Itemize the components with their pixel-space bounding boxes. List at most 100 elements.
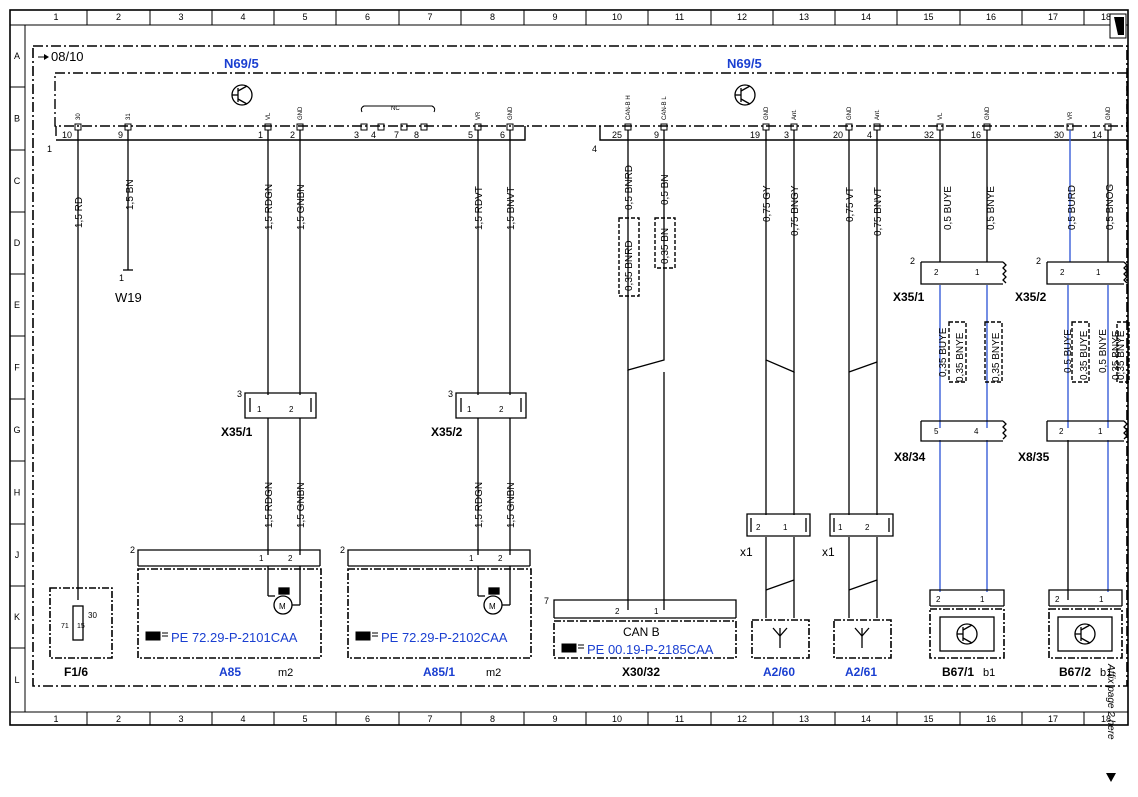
pin-terminal [660, 123, 668, 131]
pin-number: 9 [654, 130, 659, 140]
grid-row-label: G [13, 425, 20, 435]
connector-group-label: 2 [1036, 256, 1041, 266]
pin-number: 6 [500, 130, 505, 140]
motor-label: M [279, 602, 286, 611]
grid-row-label: J [15, 550, 20, 560]
reference-link-a85[interactable]: PE 72.29-P-2101CAA [171, 630, 298, 645]
fuse-pin: 71 [61, 623, 69, 630]
wire-label: 1,5 BNVT [506, 187, 517, 230]
wire-label: 1,5 RDGN [264, 184, 275, 230]
pin-terminal [400, 123, 408, 131]
sheet-frame [9, 9, 1129, 726]
nc-bracket [360, 105, 436, 113]
component-a85[interactable] [137, 549, 322, 659]
component-sub-label: m2 [486, 667, 501, 679]
page-reference[interactable]: 08/10 [38, 49, 84, 64]
connector-pin-label: 2 [289, 405, 294, 414]
component-group-label: 2 [130, 545, 135, 555]
fuse-pin: 15 [77, 623, 85, 630]
component-label-a2-60[interactable]: A2/60 [763, 665, 795, 679]
wire-label: 0,5 BNYE [1098, 329, 1109, 373]
reference-link-a85-1[interactable]: PE 72.29-P-2102CAA [381, 630, 508, 645]
component-b67-2[interactable] [1048, 589, 1123, 659]
connector-label-x35-1-right[interactable]: X35/1 [893, 290, 925, 304]
connector-x8-35[interactable] [1046, 420, 1128, 442]
component-label-b67-2[interactable]: B67/2 [1059, 665, 1091, 679]
connector-label-x8-35[interactable]: X8/35 [1018, 450, 1050, 464]
component-b67-1[interactable] [929, 589, 1005, 659]
grid-column-label: 15 [923, 12, 933, 22]
reference-hand-icon [145, 631, 168, 641]
connector-pin-label: 1 [975, 268, 980, 277]
unit-label-right[interactable]: N69/5 [727, 56, 762, 71]
connector-x1-a[interactable] [746, 513, 811, 537]
connector-pin-label: 1 [467, 405, 472, 414]
pin-number: 20 [833, 130, 843, 140]
pin-signal-label: 31 [126, 113, 132, 120]
component-sub-label: m2 [278, 667, 293, 679]
wires [77, 130, 1109, 618]
wire-label: 1,5 GNBN [296, 482, 307, 528]
wire-label: 1,5 RDGN [264, 482, 275, 528]
grid-row-label: K [14, 612, 20, 622]
pin-signal-label: GND [298, 106, 304, 120]
pin-terminal [360, 123, 368, 131]
component-group-label: 7 [544, 596, 549, 606]
component-x30-32[interactable] [553, 599, 737, 659]
component-label-a2-61[interactable]: A2/61 [845, 665, 877, 679]
pin-number: 3 [354, 130, 359, 140]
fuse-box[interactable] [49, 587, 113, 659]
wire-label: 1,5 RDGN [474, 482, 485, 528]
pin-terminal [264, 123, 272, 131]
grid-column-label: 1 [53, 12, 58, 22]
component-label-x30-32[interactable]: X30/32 [622, 665, 660, 679]
grid-column-label: 11 [675, 714, 684, 724]
component-pin-label: 2 [498, 554, 503, 563]
motor-label: M [489, 602, 496, 611]
connector-label-x1[interactable]: x1 [740, 545, 753, 559]
connector-x35-1-right[interactable] [920, 261, 1007, 285]
grid-column-label: 2 [116, 12, 121, 22]
connector-label-x35-2-right[interactable]: X35/2 [1015, 290, 1047, 304]
pin-number: 4 [371, 130, 376, 140]
pin-terminal [790, 123, 798, 131]
component-pin-label: 1 [1099, 595, 1104, 604]
grid-column-label: 5 [302, 714, 307, 724]
component-a85-1[interactable] [347, 549, 532, 659]
connector-x1-b[interactable] [829, 513, 894, 537]
transistor-icon [734, 84, 756, 106]
component-label-a85-1[interactable]: A85/1 [423, 665, 455, 679]
connector-x8-34[interactable] [920, 420, 1007, 442]
wire-label: 0,75 GY [762, 185, 773, 222]
connector-x35-2-left[interactable] [455, 392, 527, 419]
grid-column-label: 16 [986, 12, 996, 22]
pin-number: 9 [118, 130, 123, 140]
grid-column-label: 7 [427, 12, 432, 22]
wire-label: 1,5 BN [125, 179, 136, 210]
wire-size-boxes [618, 217, 1130, 383]
grid-column-label: 18 [1101, 12, 1111, 22]
pin-signal-label: VR [1068, 111, 1074, 120]
component-a2-60[interactable] [751, 619, 810, 659]
component-a2-61[interactable] [833, 619, 892, 659]
connector-x35-1-left[interactable] [244, 392, 317, 419]
unit-label-left[interactable]: N69/5 [224, 56, 259, 71]
reference-link-x30-32[interactable]: PE 00.19-P-2185CAA [587, 642, 714, 657]
pin-number: 32 [924, 130, 934, 140]
component-group-label: 2 [340, 545, 345, 555]
connector-label-x1[interactable]: x1 [822, 545, 835, 559]
grid-column-label: 8 [490, 12, 495, 22]
w19-label[interactable]: W19 [115, 290, 142, 305]
connector-label-x8-34[interactable]: X8/34 [894, 450, 926, 464]
component-pin-label: 2 [1055, 595, 1060, 604]
connector-label-x35-1[interactable]: X35/1 [221, 425, 253, 439]
pin-signal-label: Ant. [792, 109, 798, 120]
connector-label-x35-2[interactable]: X35/2 [431, 425, 463, 439]
connector-x35-2-right[interactable] [1046, 261, 1128, 285]
connector-pin-label: 2 [934, 268, 939, 277]
wire-label: 1,5 RDVT [474, 186, 485, 230]
component-label-f1-6[interactable]: F1/6 [64, 665, 88, 679]
component-label-a85[interactable]: A85 [219, 665, 241, 679]
component-label-b67-1[interactable]: B67/1 [942, 665, 974, 679]
diagram-boundary [32, 45, 1128, 687]
